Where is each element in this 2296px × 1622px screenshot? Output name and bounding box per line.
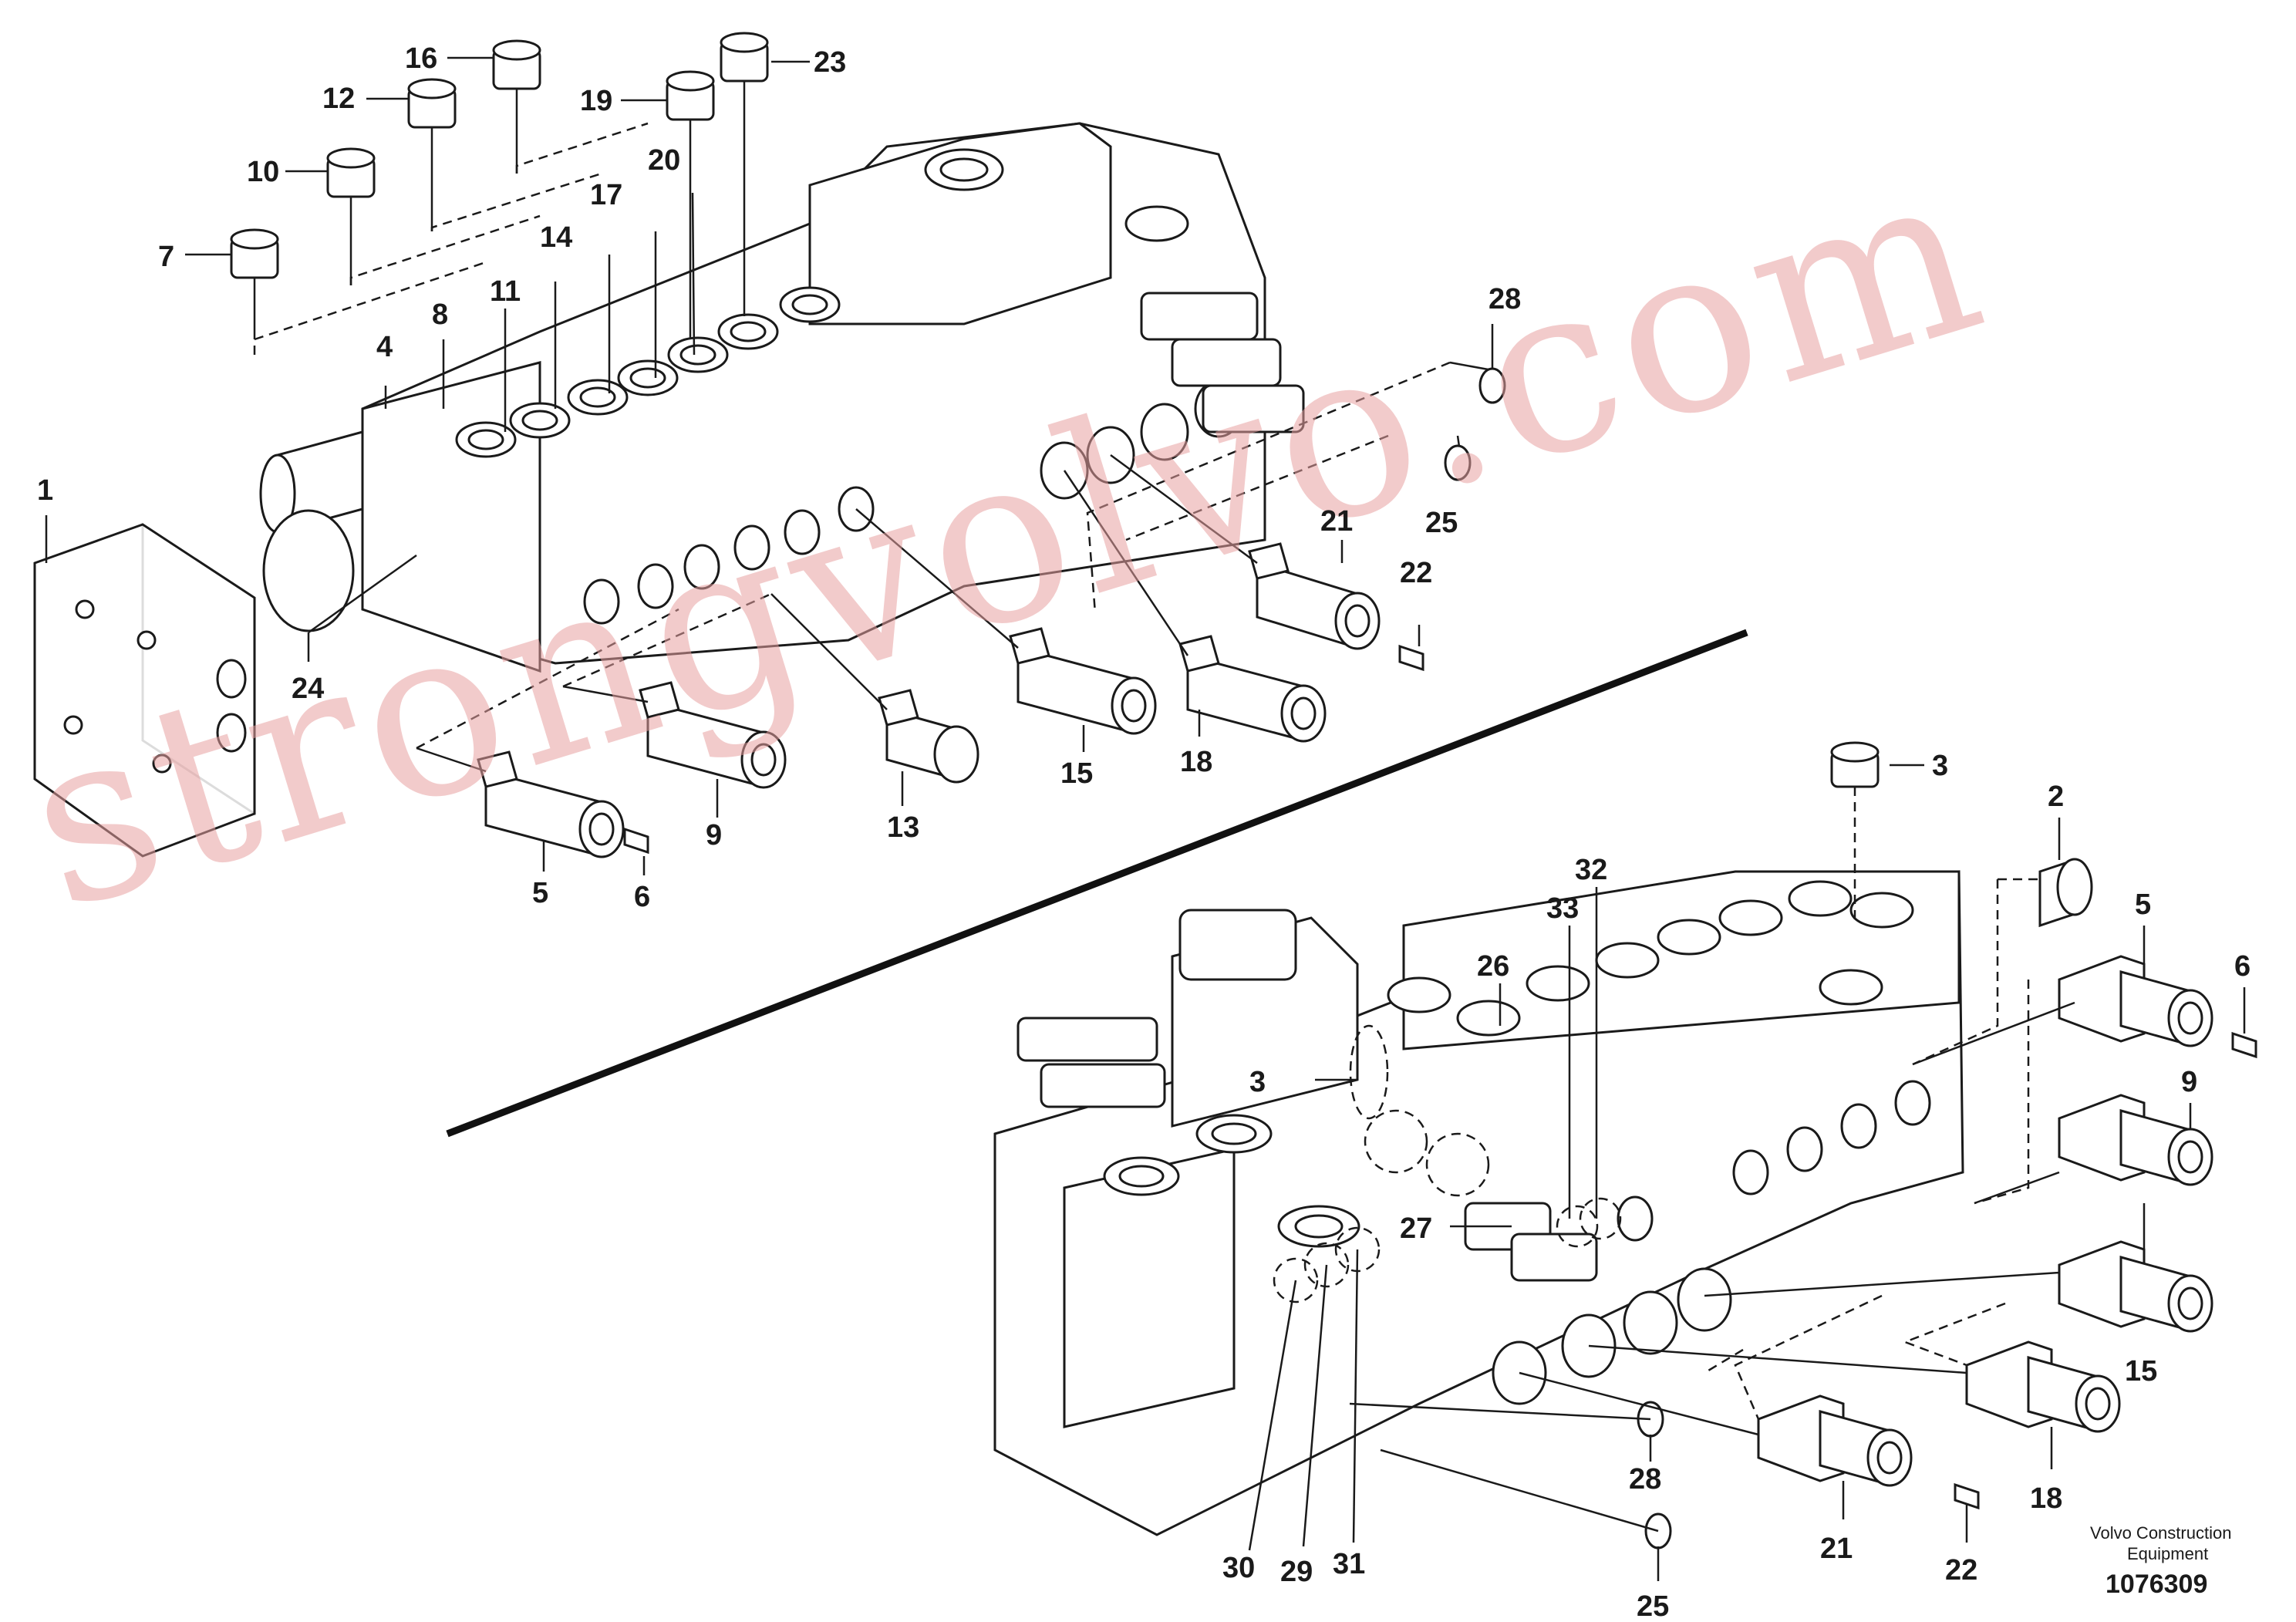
lower-side-bores bbox=[1617, 1080, 1931, 1242]
plug-12 bbox=[407, 78, 457, 129]
plug-3-lower bbox=[1830, 741, 1880, 788]
lower-detail-circles bbox=[1273, 1024, 1622, 1303]
callout-19: 19 bbox=[580, 85, 612, 117]
callout-13: 13 bbox=[887, 811, 919, 844]
callout-16: 16 bbox=[405, 42, 437, 75]
cap-5-lower bbox=[2058, 955, 2213, 1047]
part-1-cover-plate bbox=[33, 522, 256, 858]
cap-15 bbox=[1009, 627, 1157, 735]
callout-25: 25 bbox=[1425, 507, 1458, 539]
cap-18-lower bbox=[1965, 1340, 2121, 1433]
plug-16 bbox=[492, 39, 541, 90]
callout-6: 6 bbox=[634, 881, 650, 913]
callout-31-lower: 31 bbox=[1333, 1548, 1365, 1580]
callout-29-lower: 29 bbox=[1280, 1556, 1313, 1588]
callout-18-lower: 18 bbox=[2030, 1482, 2062, 1515]
upper-relief-valves bbox=[1140, 292, 1305, 433]
upper-spool-caps bbox=[477, 542, 1381, 858]
callout-7: 7 bbox=[158, 241, 174, 273]
lower-plugs bbox=[1830, 741, 2093, 928]
brand-line-2: Equipment bbox=[2127, 1544, 2208, 1563]
cap-9-lower bbox=[2058, 1094, 2213, 1186]
cap-13 bbox=[878, 689, 979, 784]
lower-top-ports bbox=[1103, 880, 1914, 1248]
callout-9-lower: 9 bbox=[2181, 1066, 2197, 1098]
part-24-o-ring bbox=[262, 509, 355, 632]
callout-9: 9 bbox=[706, 819, 722, 851]
footer-brand: Volvo Construction Equipment 1076309 bbox=[2090, 1523, 2231, 1599]
upper-plugs bbox=[230, 32, 769, 279]
callout-30-lower: 30 bbox=[1222, 1552, 1255, 1584]
callout-15: 15 bbox=[1060, 757, 1093, 790]
callout-5: 5 bbox=[532, 877, 548, 909]
callout-1: 1 bbox=[37, 474, 53, 507]
cap-18 bbox=[1178, 635, 1327, 743]
callout-14: 14 bbox=[540, 221, 572, 254]
callout-8: 8 bbox=[432, 298, 448, 331]
callout-11: 11 bbox=[490, 275, 521, 308]
callout-27-lower: 27 bbox=[1400, 1212, 1432, 1245]
lower-lines bbox=[1248, 764, 2246, 1581]
upper-top-ports bbox=[455, 148, 1189, 458]
callout-3-lower-mid: 3 bbox=[1249, 1066, 1266, 1098]
callout-10: 10 bbox=[247, 156, 279, 188]
callout-21-lower: 21 bbox=[1820, 1533, 1853, 1565]
callout-26-lower: 26 bbox=[1477, 950, 1509, 983]
plug-10 bbox=[326, 147, 376, 198]
callout-22: 22 bbox=[1400, 557, 1432, 589]
plug-23 bbox=[720, 32, 769, 83]
plug-7 bbox=[230, 228, 279, 279]
callout-33-lower: 33 bbox=[1546, 892, 1579, 925]
callout-17: 17 bbox=[590, 179, 622, 211]
section-separator bbox=[446, 629, 1748, 1138]
plug-2-lower bbox=[2038, 858, 2093, 928]
callout-5-lower: 5 bbox=[2135, 889, 2151, 921]
upper-o-rings bbox=[1444, 367, 1506, 481]
upper-screws bbox=[623, 644, 1424, 855]
callout-21: 21 bbox=[1320, 505, 1353, 538]
document-number: 1076309 bbox=[2106, 1570, 2207, 1599]
callout-20: 20 bbox=[648, 144, 680, 177]
brand-line-1: Volvo Construction bbox=[2090, 1523, 2231, 1543]
callout-6-lower: 6 bbox=[2234, 950, 2250, 983]
upper-callouts: 1 4 5 6 7 8 9 10 11 12 13 14 15 16 17 18… bbox=[37, 42, 1521, 913]
callout-25-lower: 25 bbox=[1637, 1590, 1669, 1622]
callout-3-lower-top: 3 bbox=[1932, 750, 1948, 782]
lower-callouts: 2 3 3 5 6 9 15 18 21 22 25 26 27 28 29 3… bbox=[1222, 750, 2250, 1622]
callout-28: 28 bbox=[1489, 283, 1521, 315]
cap-9 bbox=[639, 681, 787, 789]
cap-21-lower bbox=[1757, 1394, 1913, 1487]
callout-23: 23 bbox=[814, 46, 846, 79]
cap-5 bbox=[477, 750, 625, 858]
callout-2-lower: 2 bbox=[2048, 781, 2064, 813]
callout-28-lower: 28 bbox=[1629, 1463, 1661, 1496]
upper-spool-lines bbox=[416, 454, 1421, 875]
upper-valve-assembly bbox=[259, 122, 1305, 673]
lower-spool-caps bbox=[1757, 955, 2213, 1487]
callout-12: 12 bbox=[322, 83, 355, 115]
callout-22-lower: 22 bbox=[1945, 1554, 1977, 1587]
callout-18: 18 bbox=[1180, 746, 1212, 778]
callout-15-lower: 15 bbox=[2125, 1355, 2157, 1388]
callout-32-lower: 32 bbox=[1575, 854, 1607, 886]
cap-21 bbox=[1248, 542, 1381, 650]
callout-4: 4 bbox=[376, 331, 393, 363]
lower-screws bbox=[1954, 1031, 2257, 1510]
plug-19 bbox=[666, 70, 715, 121]
cap-15-lower bbox=[2058, 1240, 2213, 1333]
upper-dashed-lines bbox=[253, 122, 1451, 750]
callout-24: 24 bbox=[292, 673, 324, 705]
lower-valve-assembly bbox=[993, 870, 1964, 1536]
